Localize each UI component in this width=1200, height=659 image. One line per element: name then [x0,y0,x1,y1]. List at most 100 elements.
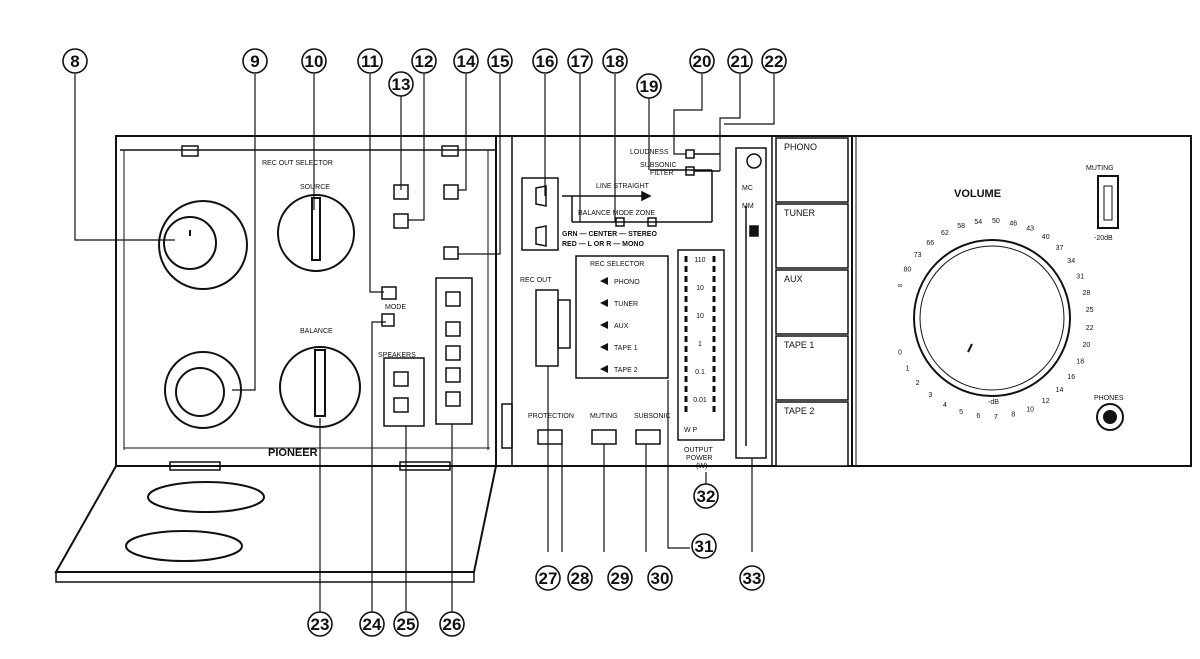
callout-12: 12 [411,48,437,74]
line-straight-label: LINE STRAIGHT [596,183,650,190]
input-button-tape-1[interactable]: TAPE 1 [775,335,849,401]
input-button-label: AUX [784,274,803,284]
protection-button[interactable] [537,429,563,445]
callout-number: 20 [693,52,712,71]
balance-knob[interactable] [279,346,361,428]
balance-indicator-left [615,217,625,227]
phones-jack[interactable] [1096,403,1124,431]
muting-switch[interactable] [1097,175,1119,229]
callout-11: 11 [357,48,383,74]
bass-treble-knob-upper[interactable] [158,200,248,290]
rec-out-selector-knob[interactable] [277,194,355,272]
meter-wp-label: W P [684,427,698,434]
volume-unit: -dB [988,399,999,406]
speaker-a-button[interactable] [535,185,547,207]
meter-scale-label: 10 [696,285,704,292]
volume-scale-label: 25 [1086,307,1094,314]
callout-23: 23 [307,611,333,637]
volume-scale-label: 66 [926,240,934,247]
rec-selector-items: PHONO TUNER AUX TAPE 1 TAPE 2 [600,277,640,374]
input-button-label: TUNER [784,208,815,218]
muting-db-label: -20dB [1094,235,1113,242]
rec-selector-item-label: TUNER [614,301,638,308]
volume-scale-label: 34 [1067,258,1075,265]
callout-number: 15 [491,52,510,71]
callout-8: 8 [62,48,88,74]
middle-labels: LOUDNESS SUBSONIC FILTER LINE STRAIGHT B… [520,149,754,470]
callout-28: 28 [567,565,593,591]
volume-scale-label: 73 [914,252,922,259]
callout-number: 11 [361,52,379,71]
rec-out-selector-label: REC OUT SELECTOR [262,160,333,167]
volume-knob[interactable] [913,239,1071,397]
volume-scale-label: 50 [992,218,1000,225]
callout-17: 17 [567,48,593,74]
rec-selector-item: AUX [600,321,629,330]
rec-selector-item: TAPE 2 [600,365,638,374]
callout-number: 27 [539,569,558,588]
volume-scale-label: 6 [976,413,980,420]
callout-number: 12 [415,52,434,71]
power-label: POWER [686,455,712,462]
rec-selector-title: REC SELECTOR [590,261,644,268]
callout-number: 18 [606,52,625,71]
muting-indicator-button[interactable] [591,429,617,445]
volume-scale-label: 0 [898,350,902,357]
loudness-indicator [685,149,695,159]
power-switch[interactable] [501,403,513,449]
callout-9: 9 [242,48,268,74]
left-panel-labels: REC OUT SELECTOR SOURCE BALANCE SPEAKERS… [262,160,416,359]
subsonic-label: SUBSONIC [640,162,677,169]
callout-number: 22 [765,52,784,71]
output-label: OUTPUT [684,447,714,454]
callout-number: 8 [70,52,79,71]
balance-mode-line1: GRN — CENTER — STEREO [562,231,657,238]
callout-32: 32 [693,483,719,509]
callout-14: 14 [453,48,479,74]
mm-indicator [749,225,759,237]
rec-selector-item-label: AUX [614,323,629,330]
meter-scale-label: 10 [696,313,704,320]
input-button-tuner[interactable]: TUNER [775,203,849,269]
volume-scale-label: 10 [1026,406,1034,413]
callout-10: 10 [301,48,327,74]
input-button-phono[interactable]: PHONO [775,137,849,203]
middle-section [501,147,767,459]
rec-selector-item: PHONO [600,277,640,286]
source-label: SOURCE [300,184,330,191]
volume-scale-label: 58 [957,223,965,230]
power-meter [677,249,725,441]
speakers-label: SPEAKERS [378,352,416,359]
speaker-b-button[interactable] [535,225,547,247]
input-button-label: PHONO [784,142,817,152]
input-button-aux[interactable]: AUX [775,269,849,335]
volume-scale-label: 43 [1026,226,1034,233]
callout-number: 19 [640,77,659,96]
mm-label: MM [742,203,754,210]
left-panel-switches[interactable] [381,184,473,427]
input-button-tape-2[interactable]: TAPE 2 [775,401,849,467]
rec-selector-item-label: TAPE 2 [614,367,638,374]
callout-number: 23 [311,615,330,634]
subsonic-indicator-button[interactable] [635,429,661,445]
rec-selector-item-label: TAPE 1 [614,345,638,352]
rec-selector-item: TAPE 1 [600,343,638,352]
meter-scale-label: 110 [694,257,705,264]
callout-number: 26 [443,615,462,634]
bass-treble-knob-lower[interactable] [164,351,242,429]
volume-labels: VOLUME MUTING -20dB PHONES -dB [954,165,1124,406]
filter-label: FILTER [650,170,674,177]
callout-22: 22 [761,48,787,74]
volume-section [913,175,1124,431]
volume-scale-label: 2 [916,380,920,387]
phones-label: PHONES [1094,395,1124,402]
meter-scale-label: 1 [698,341,702,348]
callout-number: 14 [457,52,476,71]
balance-mode-title: BALANCE MODE ZONE [578,210,655,217]
volume-scale-label: 80 [904,267,912,274]
volume-scale-label: 5 [959,409,963,416]
volume-scale-label: 12 [1042,398,1050,405]
volume-scale-label: ∞ [897,283,902,290]
